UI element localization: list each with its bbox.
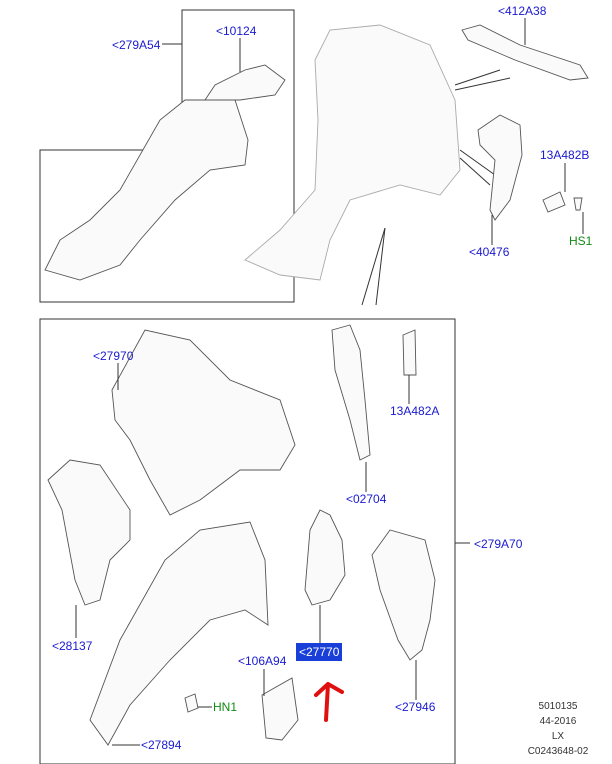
part-106A94 <box>261 677 299 741</box>
callout-106A94[interactable]: <106A94 <box>238 654 287 668</box>
part-40476 <box>477 114 523 221</box>
part-HN1 <box>184 693 199 713</box>
part-body-side <box>244 24 461 281</box>
part-HS1 <box>573 197 583 211</box>
illustration-code: 5010135 <box>538 701 578 712</box>
part-27894 <box>89 521 269 746</box>
part-outlines <box>44 24 589 746</box>
callout-02704[interactable]: <02704 <box>346 492 387 506</box>
part-28137 <box>47 459 131 606</box>
callout-HS1[interactable]: HS1 <box>569 234 593 248</box>
group-box-lower <box>39 318 456 764</box>
part-412A38 <box>461 24 589 81</box>
group-box-upper <box>39 9 295 303</box>
leader-lines <box>75 18 584 746</box>
callout-40476[interactable]: <40476 <box>469 245 510 259</box>
part-27970 <box>111 329 296 516</box>
callout-279A70[interactable]: <279A70 <box>474 537 523 551</box>
part-27770 <box>304 509 346 606</box>
callout-27970[interactable]: <27970 <box>93 349 134 363</box>
callout-10124[interactable]: <10124 <box>216 24 257 38</box>
part-279A54 <box>44 99 249 281</box>
callout-27946[interactable]: <27946 <box>395 700 436 714</box>
callout-27894[interactable]: <27894 <box>141 738 182 752</box>
callout-13A482A[interactable]: 13A482A <box>390 404 440 418</box>
callout-27770-selected[interactable]: <27770 <box>295 643 343 661</box>
illustration-id: C0243648-02 <box>527 746 589 757</box>
part-10124 <box>204 64 286 101</box>
illustration-date: 44-2016 <box>539 716 577 727</box>
callout-28137[interactable]: <28137 <box>52 639 93 653</box>
part-13A482A <box>402 329 417 376</box>
red-arrow-annotation <box>314 682 344 722</box>
part-13A482B <box>542 191 566 213</box>
part-27946 <box>371 529 436 661</box>
callout-412A38[interactable]: <412A38 <box>498 4 547 18</box>
callout-HN1[interactable]: HN1 <box>213 700 238 714</box>
illustration-model: LX <box>551 731 565 742</box>
callout-279A54[interactable]: <279A54 <box>112 38 161 52</box>
callout-13A482B[interactable]: 13A482B <box>540 148 590 162</box>
part-02704 <box>331 324 371 461</box>
